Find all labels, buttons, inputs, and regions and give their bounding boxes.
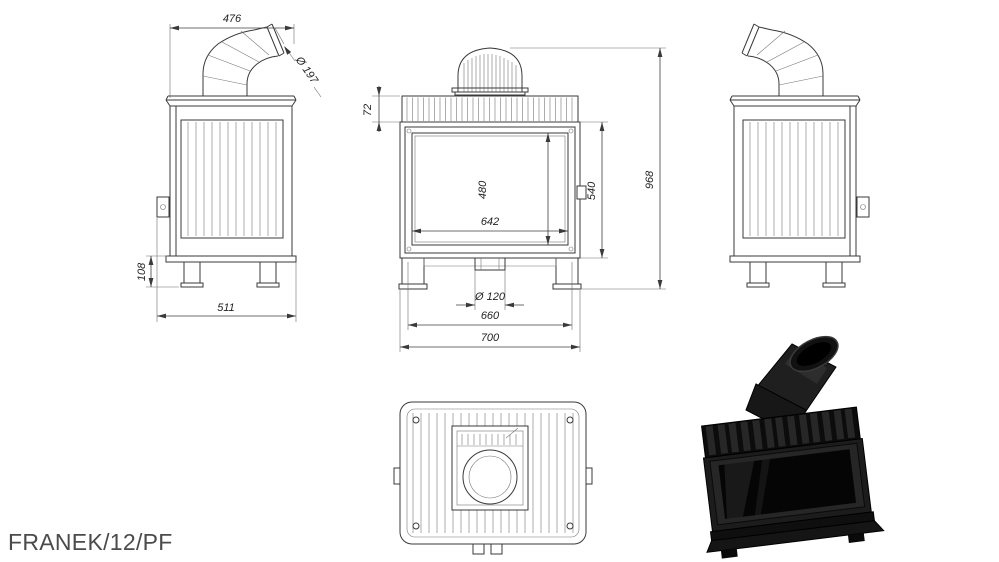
bottom-outlet [474,257,506,271]
dim-glass-height: 480 [477,180,489,199]
product-render-3d [701,335,885,559]
side-view-dimensions: 476 Ø 197 108 511 [136,13,322,322]
top-flue-recess [451,425,529,511]
dim-top-width: 476 [223,13,242,25]
dim-top-band: 72 [362,104,374,116]
flue-cap [451,47,529,96]
door-latch [576,185,587,200]
dim-inner-width: 660 [481,310,500,322]
door-handle [156,196,170,218]
front-view: 72 480 642 540 968 Ø 120 [362,47,666,352]
dim-outlet-diameter: Ø 120 [474,291,506,303]
render-body [701,406,885,559]
top-flue-opening [462,449,518,505]
dim-depth: 511 [217,302,235,314]
dim-total-height: 968 [644,170,656,189]
door-glass [411,132,569,246]
dim-flue-diameter: Ø 197 [292,54,320,87]
side-view-left: 476 Ø 197 108 511 [136,13,322,322]
model-label: FRANEK/12/PF [8,529,173,555]
dim-total-width: 700 [481,332,500,344]
top-view [393,401,593,555]
front-view-dimensions: 72 480 642 540 968 Ø 120 [362,47,666,352]
dim-glass-width: 642 [481,216,499,228]
side-view-right [729,23,870,288]
dim-door-height: 540 [586,181,598,200]
dim-base-height: 108 [136,262,148,281]
side-view-body [156,23,297,288]
flue-elbow [202,23,285,96]
render-glass [718,449,857,519]
